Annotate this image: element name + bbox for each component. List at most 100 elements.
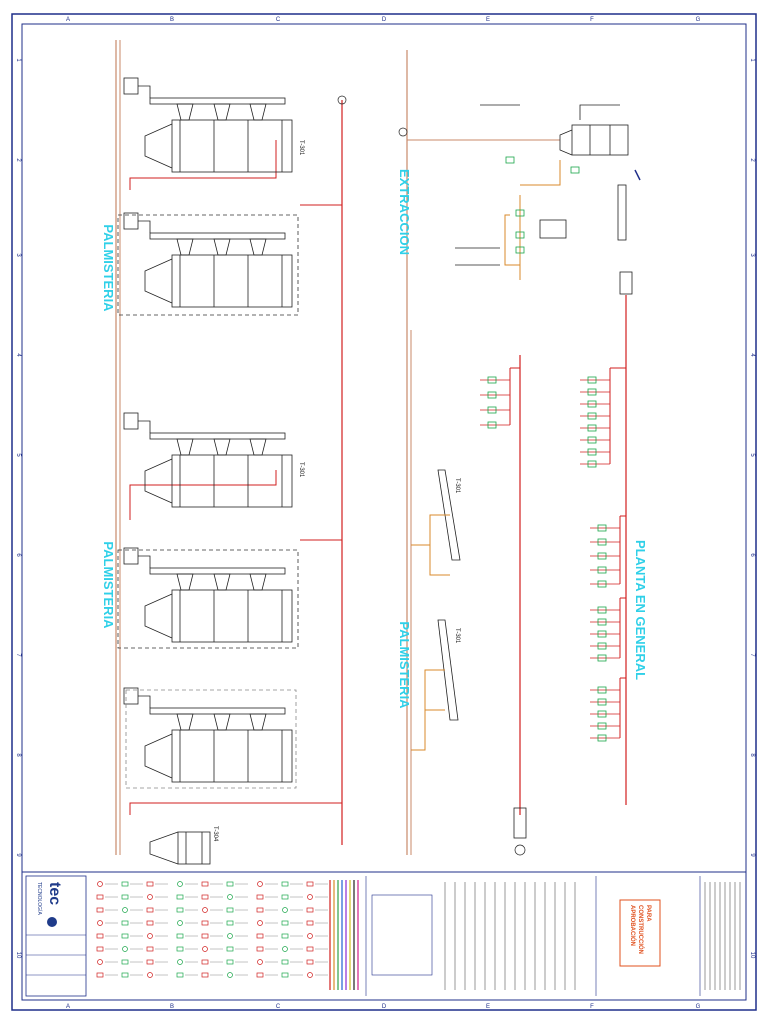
- legend-symbol: [121, 933, 129, 939]
- stamp-line-3: APROBACIÓN: [629, 905, 637, 946]
- grid-number: 8: [15, 753, 21, 757]
- condensate-tank: [513, 807, 527, 839]
- legend-symbol: [122, 907, 128, 913]
- grid-letter: B: [170, 17, 174, 23]
- grid-letter: C: [276, 1004, 281, 1010]
- legend-symbol: [306, 920, 314, 926]
- valve-symbol: [587, 460, 597, 468]
- grid-letter: D: [382, 1004, 387, 1010]
- grid-letter: G: [696, 17, 701, 23]
- legend-symbols: [96, 880, 359, 990]
- grid-number: 1: [749, 58, 755, 62]
- valve-symbol: [597, 654, 607, 662]
- legend-symbol: [147, 894, 153, 900]
- valve-symbol: [587, 388, 597, 396]
- valve-symbol: [597, 686, 607, 694]
- header-end: [619, 271, 633, 295]
- grid-letter: D: [382, 17, 387, 23]
- valve-symbol: [487, 391, 497, 399]
- legend-symbol: [201, 881, 209, 887]
- legend-symbol: [96, 907, 104, 913]
- dryer-unit: [123, 547, 293, 643]
- logo-brand: tec: [46, 882, 63, 905]
- grid-number: 1: [15, 58, 21, 62]
- palmisteria-conveyors: [437, 469, 461, 721]
- grid-number: 8: [749, 753, 755, 757]
- equipment-tag: T-301: [454, 628, 460, 644]
- grid-letter: E: [486, 1004, 490, 1010]
- grid-letter: F: [590, 1004, 594, 1010]
- legend-symbol: [202, 907, 208, 913]
- valve-symbol: [597, 566, 607, 574]
- legend-symbol: [306, 881, 314, 887]
- legend-symbol: [146, 920, 154, 926]
- inner-border: [21, 23, 747, 1001]
- valve-symbol: [570, 166, 580, 174]
- legend-symbol: [176, 907, 184, 913]
- grid-number: 3: [749, 253, 755, 257]
- legend-symbol: [177, 881, 183, 887]
- valve-symbol: [597, 618, 607, 626]
- tank-t-304: [149, 831, 211, 865]
- legend-symbol: [146, 881, 154, 887]
- legend-symbol: [307, 972, 313, 978]
- legend-symbol: [257, 959, 263, 965]
- valve-symbol: [597, 538, 607, 546]
- grid-letter: F: [590, 17, 594, 23]
- terminal-symbol: [337, 95, 347, 105]
- legend-symbol: [146, 907, 154, 913]
- dryer-unit: [123, 77, 293, 173]
- stamp-line-2: CONSTRUCCIÓN: [637, 905, 645, 954]
- legend-symbol: [121, 972, 129, 978]
- legend-symbol: [177, 959, 183, 965]
- valve-symbol: [597, 524, 607, 532]
- legend-symbol: [256, 946, 264, 952]
- legend-symbol: [202, 946, 208, 952]
- valve-symbol: [597, 722, 607, 730]
- legend-symbol: [306, 959, 314, 965]
- legend-symbol: [226, 881, 234, 887]
- legend-symbol: [306, 907, 314, 913]
- legend-symbol: [147, 972, 153, 978]
- legend-symbol: [147, 933, 153, 939]
- terminal-symbol: [514, 844, 526, 856]
- title-palmisteria-middle: PALMISTERIA: [101, 541, 116, 629]
- status-stamp: PARA CONSTRUCCIÓN APROBACIÓN: [619, 899, 661, 967]
- grid-number: 4: [15, 353, 21, 357]
- legend-symbol: [176, 933, 184, 939]
- legend-symbol: [256, 972, 264, 978]
- equipment-tag: T-301: [298, 140, 304, 156]
- legend-symbol: [121, 959, 129, 965]
- grid-number: 6: [749, 553, 755, 557]
- dashed-enclosures: [117, 214, 299, 789]
- title-block-notes: [444, 882, 741, 990]
- title-block: [22, 871, 746, 997]
- legend-symbol: [97, 959, 103, 965]
- legend-symbol: [201, 959, 209, 965]
- valve-symbol: [597, 710, 607, 718]
- valve-symbol: [487, 421, 497, 429]
- legend-symbol: [96, 894, 104, 900]
- legend-symbol: [281, 894, 289, 900]
- legend-symbol: [97, 881, 103, 887]
- title-planta-en-general: PLANTA EN GENERAL: [633, 540, 648, 680]
- logo-mark: [47, 917, 57, 927]
- legend-symbol: [227, 933, 233, 939]
- legend-symbol: [307, 894, 313, 900]
- title-extraccion: EXTRACCION: [397, 169, 412, 255]
- legend-symbol: [121, 920, 129, 926]
- title-palmisteria-top: PALMISTERIA: [101, 224, 116, 312]
- legend-symbol: [281, 881, 289, 887]
- grid-number: 7: [749, 653, 755, 657]
- legend-symbol: [121, 881, 129, 887]
- grid-number: 6: [15, 553, 21, 557]
- legend-symbol: [256, 907, 264, 913]
- valve-symbol: [587, 376, 597, 384]
- grid-number: 4: [749, 353, 755, 357]
- grid-number: 2: [15, 158, 21, 162]
- planta-general-branches: [480, 156, 626, 742]
- grid-letter: C: [276, 17, 281, 23]
- legend-symbol: [176, 946, 184, 952]
- grid-letter: A: [66, 17, 70, 23]
